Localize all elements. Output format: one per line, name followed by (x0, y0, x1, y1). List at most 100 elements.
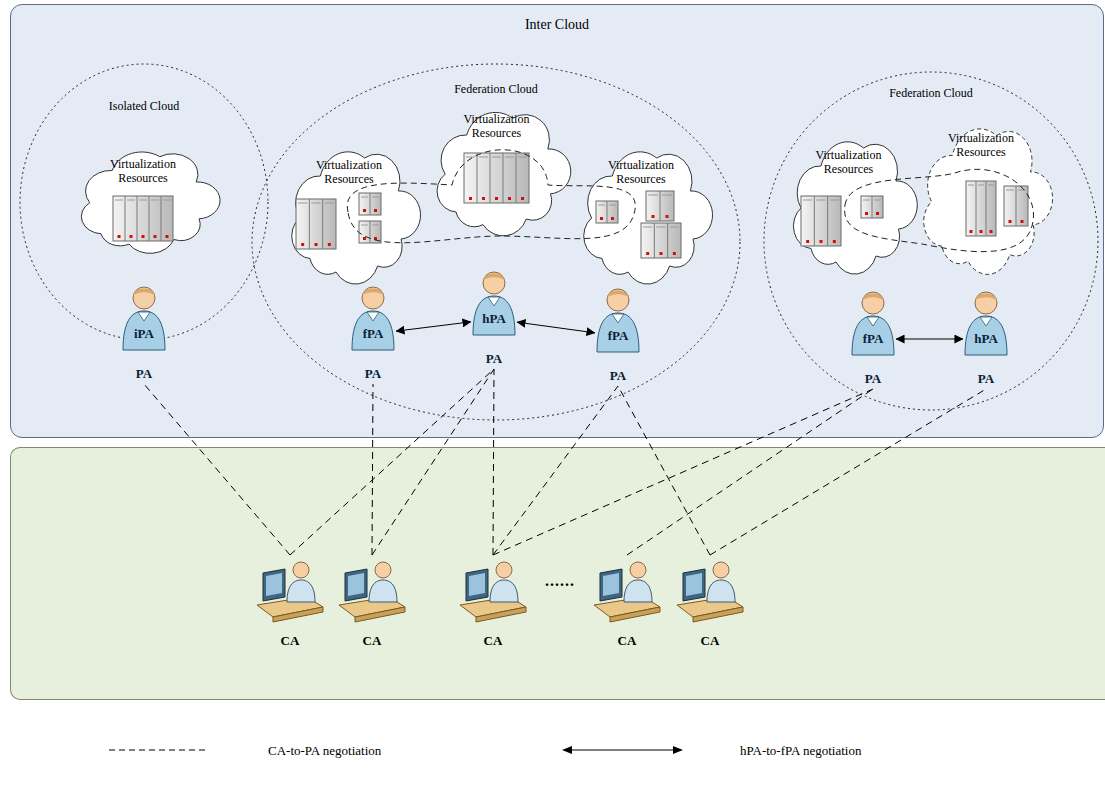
agent-pa-slot: PA (943, 369, 1029, 387)
negotiation-connector (627, 389, 873, 555)
agent-body (965, 316, 1007, 355)
server-led (820, 240, 823, 243)
agent-head (362, 287, 384, 309)
resource-group-outline (845, 169, 1034, 251)
monitor (263, 569, 285, 601)
consumer-label-slot: CA (327, 631, 417, 649)
cloud-title: Virtualization Resources (934, 132, 1028, 160)
server-led (600, 217, 603, 220)
desk-front (693, 607, 743, 622)
server-rack (646, 191, 674, 221)
server-divider (516, 153, 517, 203)
agent-role: fPA (363, 326, 384, 342)
agent-pa-label: PA (610, 368, 626, 384)
agent-collar (138, 312, 150, 321)
group-title-slot: Isolated Cloud (19, 96, 269, 114)
server-divider (667, 223, 668, 258)
server-slot (598, 205, 605, 206)
agent-collar (367, 312, 379, 321)
server-rack (1004, 186, 1028, 226)
agent-collar (612, 314, 624, 323)
agent-role-slot: fPA (330, 324, 416, 342)
server-group (576, 131, 706, 281)
monitor (345, 569, 367, 601)
consumer-label: CA (281, 633, 300, 649)
group-title-slot: Federation Cloud (763, 83, 1099, 101)
consumer-label-slot: CA (665, 631, 755, 649)
server-group (73, 136, 213, 251)
server-led (130, 235, 133, 238)
panel-title: Inter Cloud (525, 17, 589, 33)
server-slot (863, 200, 870, 201)
server-led (328, 243, 331, 246)
consumer-figure (255, 555, 325, 623)
server-led (315, 243, 318, 246)
monitor-screen (469, 573, 485, 596)
legend-text: CA-to-PA negotiation (268, 743, 381, 759)
consumer-head (375, 562, 391, 578)
cloud-title: Virtualization Resources (594, 159, 688, 187)
server-slot (466, 157, 475, 158)
negotiation-connector (493, 386, 618, 555)
server-led (970, 230, 973, 233)
provider-agent: iPAPA (121, 284, 167, 384)
negotiation-connector (372, 384, 373, 555)
consumer-body (707, 580, 735, 602)
provider-agent: hPAPA (963, 289, 1009, 389)
server-led (865, 212, 868, 215)
server-led (469, 197, 472, 200)
agent-collar (867, 317, 879, 326)
server-group (786, 121, 911, 271)
server-rack (359, 193, 381, 215)
server-led (495, 197, 498, 200)
agent-pa-slot: PA (101, 364, 187, 382)
server-led (374, 237, 377, 240)
server-divider (161, 196, 162, 241)
consumer-body (287, 580, 315, 602)
cloud-outline (584, 152, 713, 284)
monitor-screen (686, 573, 702, 596)
server-divider (477, 153, 478, 203)
agent-role: fPA (608, 328, 629, 344)
consumer-label: CA (701, 633, 720, 649)
agent-body (473, 296, 515, 335)
server-divider (1016, 186, 1017, 226)
legend-slot: hPA-to-fPA negotiation (740, 741, 861, 759)
agent-body (352, 311, 394, 350)
server-slot (643, 227, 652, 228)
consumer-label: CA (484, 633, 503, 649)
negotiation-connector (618, 386, 710, 555)
server-divider (125, 196, 126, 241)
server-led (166, 235, 169, 238)
server-led (806, 240, 809, 243)
server-slot (609, 205, 616, 206)
cloud-title-slot: Virtualization Resources (594, 159, 688, 187)
monitor (466, 569, 488, 601)
server-led (660, 252, 663, 255)
desk-front (476, 607, 526, 622)
agent-hair (483, 274, 505, 282)
server-slot (361, 197, 368, 198)
server-slot (311, 203, 320, 204)
server-rack (966, 181, 996, 236)
agent-pa-slot: PA (830, 369, 916, 387)
monitor (600, 569, 622, 601)
server-divider (976, 181, 977, 236)
server-group (916, 106, 1046, 271)
server-led (980, 230, 983, 233)
negotiation-connector (144, 384, 290, 555)
agent-pa-label: PA (978, 371, 994, 387)
server-led (876, 212, 879, 215)
server-led (646, 252, 649, 255)
server-led (1021, 220, 1024, 223)
server-divider (503, 153, 504, 203)
server-slot (115, 200, 123, 201)
desk-front (355, 607, 405, 622)
server-rack (296, 199, 336, 249)
virtualization-cloud: Virtualization Resources (73, 136, 213, 251)
server-rack (861, 196, 883, 218)
server-slot (518, 157, 527, 158)
server-divider (490, 153, 491, 203)
negotiation-connector (396, 322, 471, 331)
consumer-agent: CA (458, 555, 528, 655)
